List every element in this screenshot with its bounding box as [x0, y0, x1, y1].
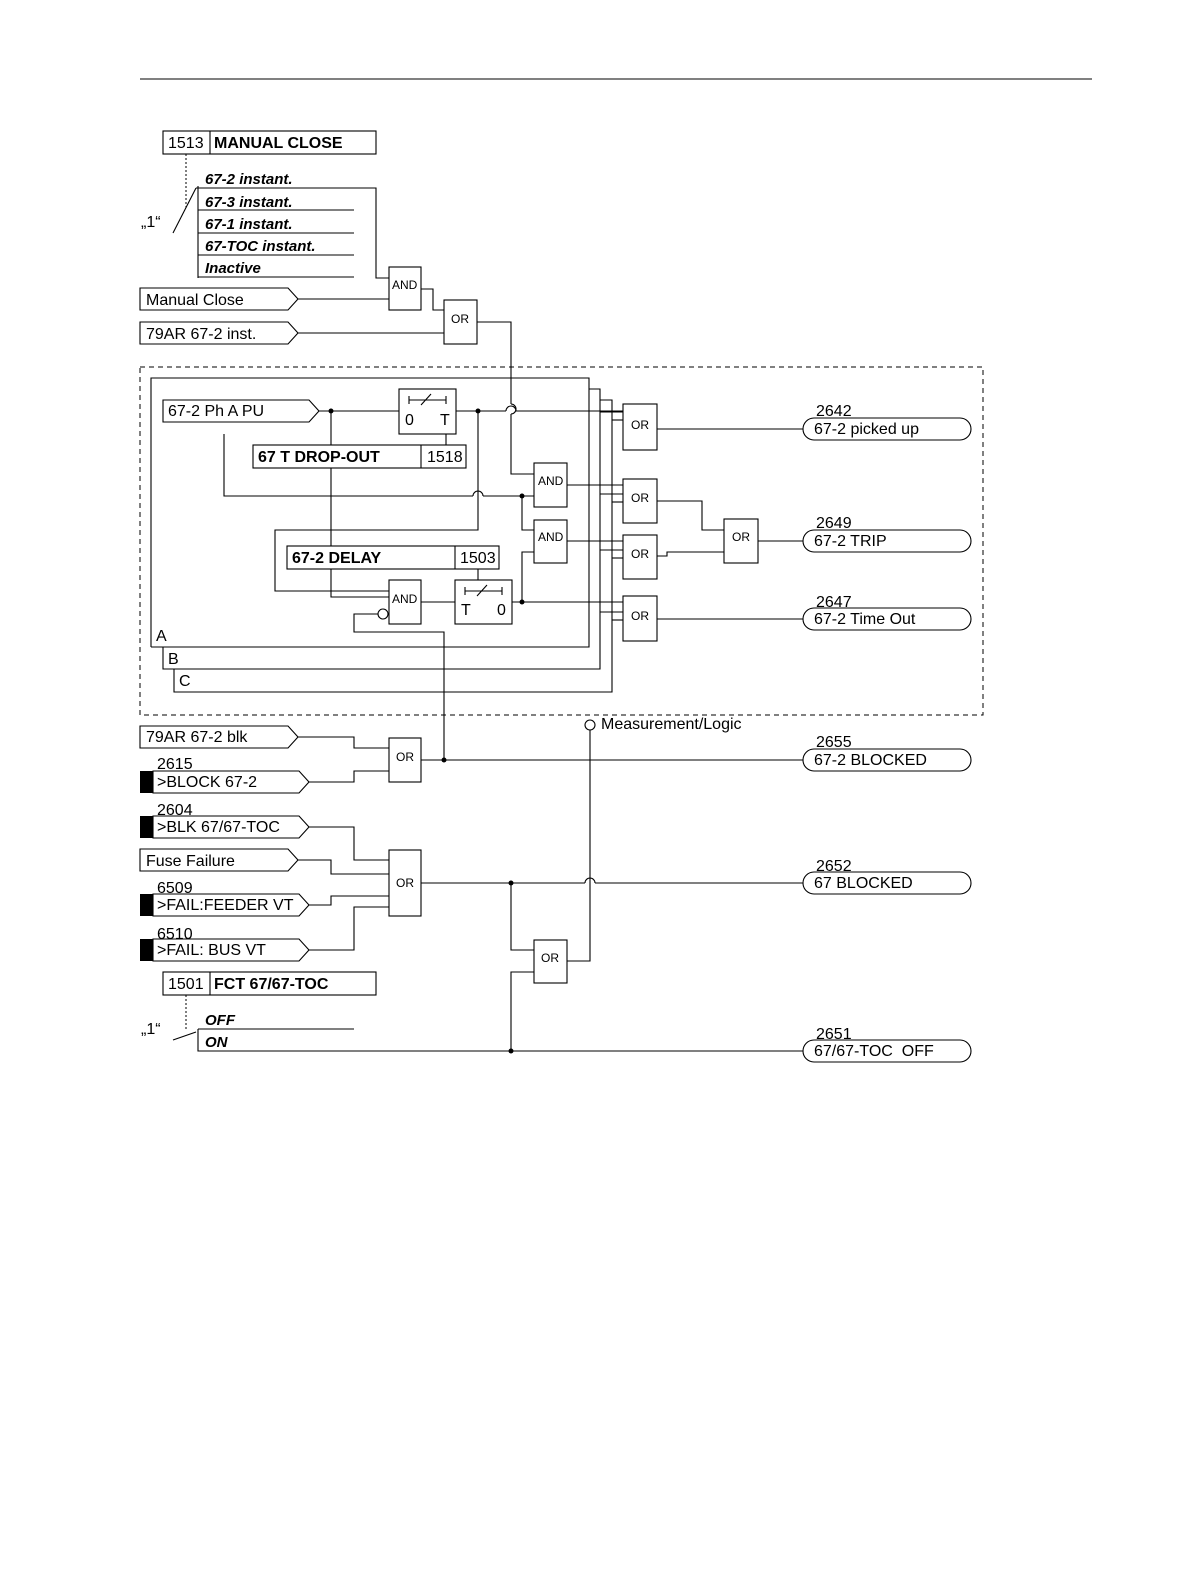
svg-text:OR: OR	[451, 312, 469, 326]
input-block-67-2-num: 2615	[157, 756, 193, 773]
output-2649-num: 2649	[816, 515, 852, 532]
svg-text:AND: AND	[538, 474, 564, 488]
param-1513-address: 1513	[168, 135, 204, 152]
svg-text:OR: OR	[396, 750, 414, 764]
output-2649-label: 67-2 TRIP	[814, 533, 887, 550]
gate-and-manual: AND	[388, 266, 422, 311]
svg-text:OR: OR	[631, 491, 649, 505]
option-67-2-instant: 67-2 instant.	[205, 171, 293, 188]
delay-timer: T 0	[454, 579, 513, 625]
input-ph-a-pu: 67-2 Ph A PU	[162, 399, 320, 423]
svg-text:Manual Close: Manual Close	[146, 292, 244, 309]
input-blk-67-toc: 2604 >BLK 67/67-TOC	[140, 802, 310, 839]
gate-or-blocked: OR	[388, 737, 422, 783]
svg-text:OR: OR	[631, 547, 649, 561]
param-1513-block: 1513 MANUAL CLOSE „1“ 67-2 instant. 67-3…	[141, 130, 389, 279]
output-2647-label: 67-2 Time Out	[814, 611, 916, 628]
param-1503-address: 1503	[460, 550, 496, 567]
gate-or-picked-up: OR	[622, 403, 658, 451]
output-2642-num: 2642	[816, 403, 852, 420]
input-fail-bus-vt-label: >FAIL: BUS VT	[157, 942, 266, 959]
input-blk-67-toc-label: >BLK 67/67-TOC	[157, 819, 280, 836]
output-2651: 2651 67/67-TOC OFF	[802, 1026, 972, 1063]
svg-text:67-2 Ph A PU: 67-2 Ph A PU	[168, 403, 264, 420]
gate-or-trip-b: OR	[622, 534, 658, 580]
param-1518-name: 67 T DROP-OUT	[258, 449, 380, 466]
option-on: ON	[205, 1034, 229, 1051]
input-block-67-2-label: >BLOCK 67-2	[157, 774, 257, 791]
phase-b-label: B	[168, 651, 179, 668]
phase-c-label: C	[179, 673, 191, 690]
output-2647-num: 2647	[816, 594, 852, 611]
svg-text:AND: AND	[392, 592, 418, 606]
gate-or-time-out: OR	[622, 595, 658, 642]
phase-frames: A B C	[150, 377, 623, 693]
svg-text:OR: OR	[541, 951, 559, 965]
svg-text:OR: OR	[732, 530, 750, 544]
output-2642: 2642 67-2 picked up	[802, 403, 972, 441]
output-2652-label: 67 BLOCKED	[814, 875, 913, 892]
option-67-3-instant: 67-3 instant.	[205, 194, 293, 211]
measurement-logic-frame	[139, 366, 984, 716]
param-1513-switch-label: „1“	[141, 214, 161, 231]
gate-and-delay: AND	[388, 579, 422, 625]
output-2642-label: 67-2 picked up	[814, 421, 919, 438]
gate-and-upper: AND	[533, 462, 568, 508]
measurement-logic-label: Measurement/Logic	[601, 716, 742, 733]
svg-text:AND: AND	[392, 278, 418, 292]
svg-text:Fuse Failure: Fuse Failure	[146, 853, 235, 870]
param-1501-block: 1501 FCT 67/67-TOC „1“ OFF ON	[141, 971, 803, 1052]
param-1513-name: MANUAL CLOSE	[214, 135, 343, 152]
option-67-1-instant: 67-1 instant.	[205, 216, 293, 233]
option-inactive: Inactive	[205, 260, 261, 277]
output-2647: 2647 67-2 Time Out	[802, 594, 972, 631]
input-79ar-inst: 79AR 67-2 inst.	[139, 321, 444, 345]
param-1518-address: 1518	[427, 449, 463, 466]
svg-text:79AR 67-2 inst.: 79AR 67-2 inst.	[146, 326, 256, 343]
output-2655-label: 67-2 BLOCKED	[814, 752, 927, 769]
input-blk-67-toc-num: 2604	[157, 802, 193, 819]
option-off: OFF	[205, 1012, 236, 1029]
gate-or-trip-final: OR	[723, 518, 759, 564]
input-fail-bus-vt: 6510 >FAIL: BUS VT	[140, 926, 310, 962]
svg-text:OR: OR	[631, 609, 649, 623]
output-2655: 2655 67-2 BLOCKED	[802, 734, 972, 772]
gate-or-67-blocked: OR	[388, 849, 422, 917]
input-fuse-failure: Fuse Failure	[139, 848, 299, 872]
delay-timer-left: T	[461, 602, 471, 619]
svg-text:OR: OR	[396, 876, 414, 890]
output-2649: 2649 67-2 TRIP	[802, 515, 972, 553]
svg-text:79AR 67-2 blk: 79AR 67-2 blk	[146, 729, 248, 746]
svg-text:AND: AND	[538, 530, 564, 544]
param-1518-block: 67 T DROP-OUT 1518	[252, 444, 467, 469]
dropout-timer: 0 T	[398, 388, 457, 435]
input-79ar-blk: 79AR 67-2 blk	[139, 725, 299, 749]
param-1503-name: 67-2 DELAY	[292, 550, 382, 567]
output-2651-label: 67/67-TOC OFF	[814, 1043, 934, 1060]
dropout-timer-left: 0	[405, 412, 414, 429]
phase-a-label: A	[156, 628, 167, 645]
input-fail-feeder-vt-num: 6509	[157, 880, 193, 897]
output-2655-num: 2655	[816, 734, 852, 751]
dropout-timer-right: T	[440, 412, 450, 429]
param-1501-name: FCT 67/67-TOC	[214, 976, 329, 993]
input-fail-feeder-vt: 6509 >FAIL:FEEDER VT	[140, 880, 310, 917]
svg-text:OR: OR	[631, 418, 649, 432]
gate-or-manual: OR	[443, 299, 478, 345]
output-2652: 2652 67 BLOCKED	[802, 858, 972, 895]
input-fail-feeder-vt-label: >FAIL:FEEDER VT	[157, 897, 294, 914]
param-1501-switch-label: „1“	[141, 1021, 161, 1038]
option-67-toc-instant: 67-TOC instant.	[205, 238, 316, 255]
delay-timer-right: 0	[497, 602, 506, 619]
output-2651-num: 2651	[816, 1026, 852, 1043]
input-manual-close: Manual Close	[139, 287, 389, 311]
input-block-67-2: 2615 >BLOCK 67-2	[140, 756, 310, 794]
gate-or-trip-a: OR	[622, 478, 658, 524]
param-1501-address: 1501	[168, 976, 204, 993]
output-2652-num: 2652	[816, 858, 852, 875]
param-1503-block: 67-2 DELAY 1503	[286, 545, 500, 570]
gate-or-measurement: OR	[533, 939, 568, 984]
gate-and-lower: AND	[533, 519, 568, 564]
